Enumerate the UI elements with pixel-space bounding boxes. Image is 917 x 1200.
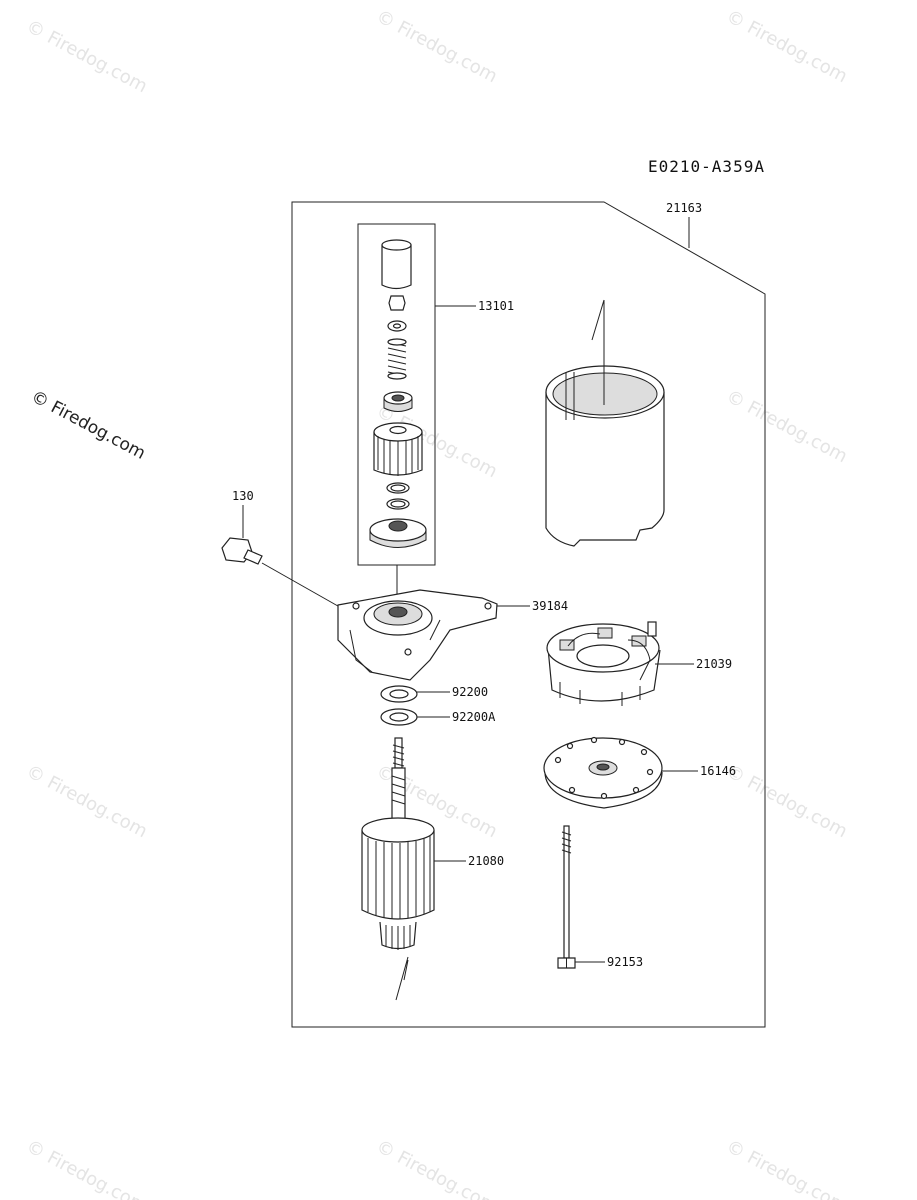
brush-holder	[546, 621, 661, 706]
washers	[380, 685, 418, 726]
watermark: © Firedog.com	[23, 1136, 151, 1200]
label-13101: 13101	[478, 299, 514, 313]
diagram-code: E0210-A359A	[648, 157, 765, 176]
watermark: © Firedog.com	[723, 1136, 851, 1200]
yoke-housing	[545, 299, 665, 547]
label-92200: 92200	[452, 685, 488, 699]
label-16146: 16146	[700, 764, 736, 778]
label-130: 130	[232, 489, 254, 503]
watermark: © Firedog.com	[723, 386, 851, 467]
watermark-dark: © Firedog.com	[28, 387, 149, 464]
assembly-frame	[291, 201, 766, 1028]
armature	[361, 737, 435, 950]
label-21080: 21080	[468, 854, 504, 868]
label-92200A: 92200A	[452, 710, 496, 724]
through-bolt	[557, 825, 576, 969]
center-line-bottom	[395, 956, 409, 1001]
watermark: © Firedog.com	[23, 761, 151, 842]
end-cover	[543, 736, 663, 809]
label-92153: 92153	[607, 955, 643, 969]
watermark: © Firedog.com	[23, 16, 151, 97]
drive-end-bracket	[337, 589, 498, 681]
watermark: © Firedog.com	[723, 6, 851, 87]
watermark: © Firedog.com	[373, 1136, 501, 1200]
bolt	[221, 537, 353, 615]
watermark: © Firedog.com	[723, 761, 851, 842]
watermark: © Firedog.com	[373, 6, 501, 87]
label-39184: 39184	[532, 599, 568, 613]
label-21039: 21039	[696, 657, 732, 671]
drive-parts	[369, 239, 427, 548]
label-21163: 21163	[666, 201, 702, 215]
